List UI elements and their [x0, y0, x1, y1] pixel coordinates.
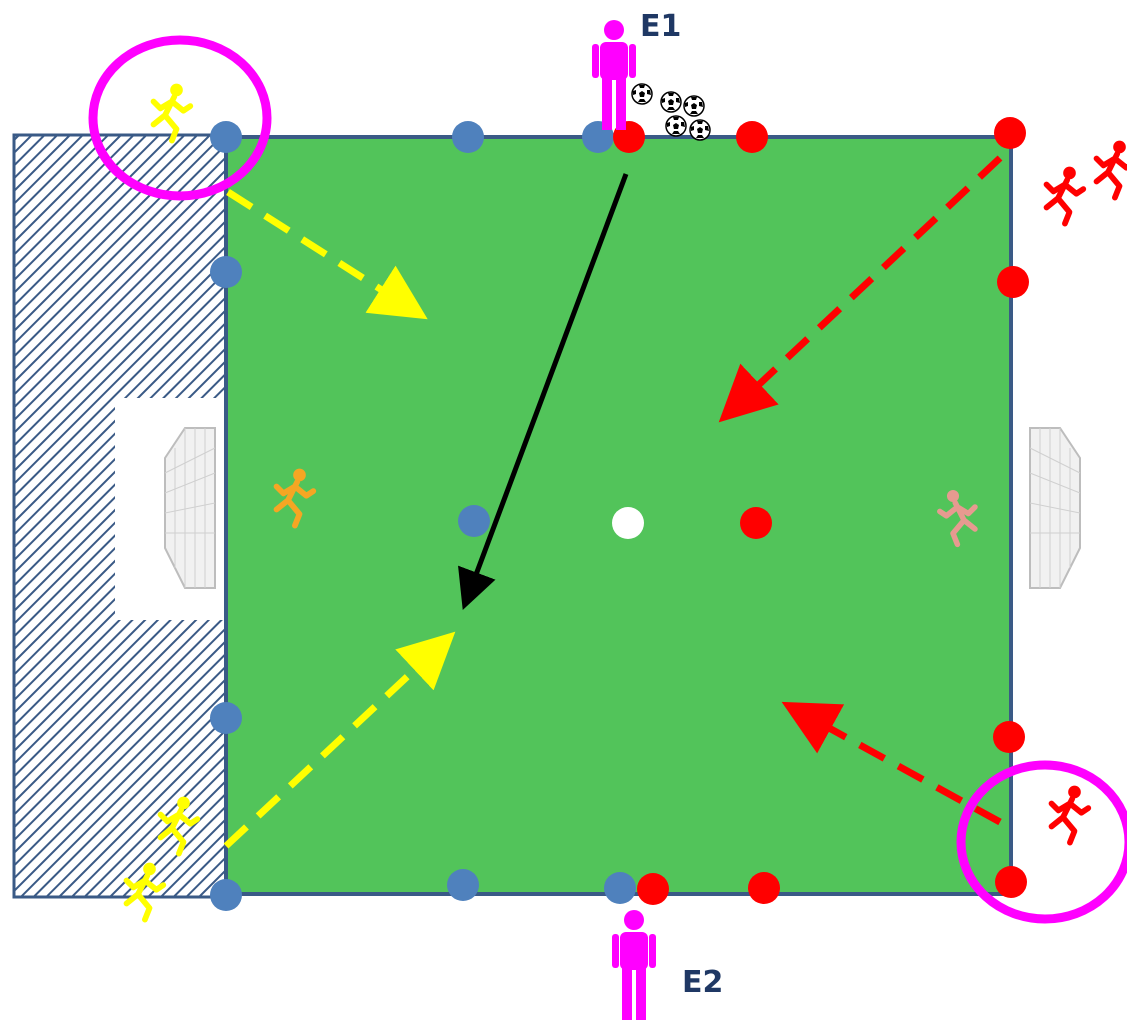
cone-marker-icon	[210, 702, 242, 734]
center-spot	[612, 507, 644, 539]
cone-marker-icon	[736, 121, 768, 153]
cone-marker-icon	[447, 869, 479, 901]
coach-figure-icon	[592, 20, 636, 130]
coach-figure-icon	[612, 910, 656, 1020]
cone-marker-icon	[452, 121, 484, 153]
cone-marker-icon	[458, 505, 490, 537]
running-player-icon	[154, 84, 191, 140]
soccer-ball-icon	[661, 92, 681, 112]
goal-net-icon	[165, 428, 215, 588]
cone-marker-icon	[637, 873, 669, 905]
cone-marker-icon	[993, 721, 1025, 753]
running-player-icon	[1052, 786, 1089, 842]
goal-net-icon	[1030, 428, 1080, 588]
soccer-ball-icon	[690, 120, 710, 140]
cone-marker-icon	[210, 121, 242, 153]
cone-marker-icon	[994, 117, 1026, 149]
running-player-icon	[1097, 141, 1127, 197]
cone-marker-icon	[995, 866, 1027, 898]
coach-label-e2: E2	[682, 965, 723, 1000]
cone-marker-icon	[997, 266, 1029, 298]
cone-marker-icon	[210, 879, 242, 911]
cone-marker-icon	[740, 507, 772, 539]
coach-label-e1: E1	[640, 9, 681, 44]
cone-marker-icon	[604, 872, 636, 904]
cone-marker-icon	[210, 256, 242, 288]
soccer-ball-icon	[632, 84, 652, 104]
soccer-ball-icon	[666, 116, 686, 136]
soccer-ball-icon	[684, 96, 704, 116]
cone-marker-icon	[748, 872, 780, 904]
running-player-icon	[1047, 167, 1084, 223]
